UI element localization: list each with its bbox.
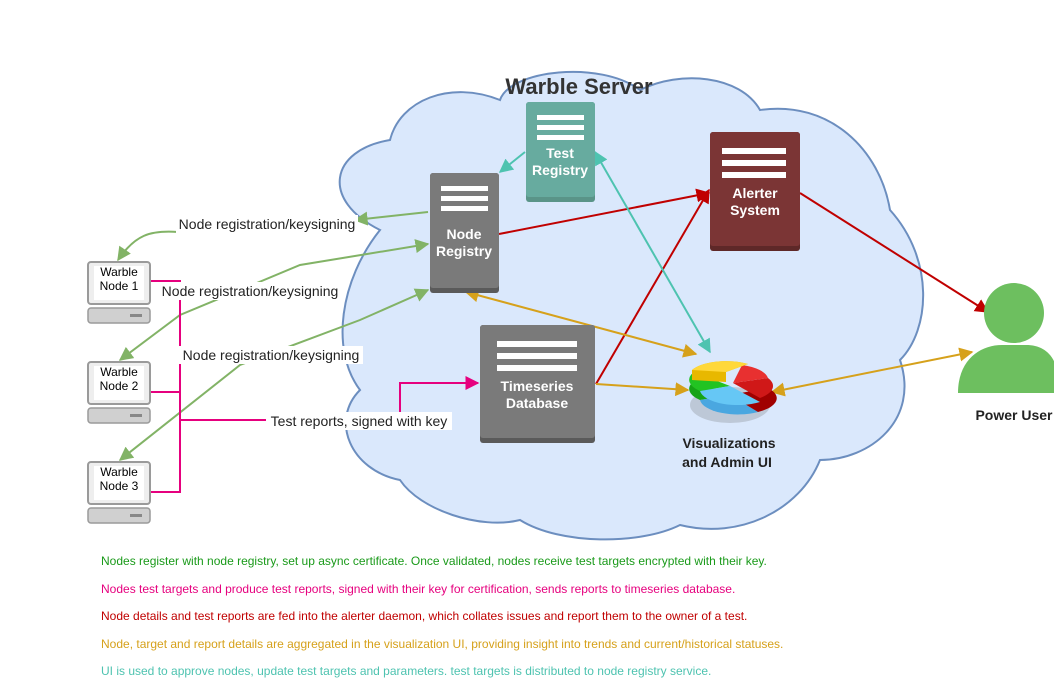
test-registry-server[interactable]: Test Registry [526, 102, 595, 202]
legend-admin-ui: UI is used to approve nodes, update test… [101, 664, 712, 678]
edge-reg-label1-to-node1 [117, 230, 179, 262]
warble-node-2[interactable]: Warble Node 2 [87, 361, 151, 424]
legend-alerting: Node details and test reports are fed in… [101, 609, 748, 623]
node-registry-label-1: Node [447, 226, 482, 242]
edge-label-registration-1: Node registration/keysigning [179, 216, 356, 232]
timeseries-label-1: Timeseries [501, 378, 574, 394]
power-user-label: Power User [975, 407, 1053, 423]
warble-node-3[interactable]: Warble Node 3 [87, 461, 151, 524]
edge-test-registry-viz [594, 150, 711, 354]
legend-test-reports: Nodes test targets and produce test repo… [101, 582, 736, 596]
edge-reports-node1 [150, 280, 181, 420]
cloud-title: Warble Server [505, 74, 653, 99]
alerter-label-2: System [730, 202, 780, 218]
user-icon[interactable] [958, 283, 1054, 393]
test-registry-label-1: Test [546, 145, 574, 161]
edge-label-registration-2: Node registration/keysigning [162, 283, 339, 299]
edge-labels: Node registration/keysigning Node regist… [158, 215, 452, 430]
warble-node-1[interactable]: Warble Node 1 [87, 261, 151, 324]
edge-reports-node3 [150, 420, 181, 493]
edge-viz-user [770, 347, 974, 397]
edge-label-registration-3: Node registration/keysigning [183, 347, 360, 363]
warble-server-cloud [338, 70, 925, 541]
timeseries-server[interactable]: Timeseries Database [480, 325, 595, 443]
visualization-label-2: and Admin UI [682, 454, 772, 470]
node3-label-1: Warble [100, 465, 138, 479]
node2-label-2: Node 2 [100, 379, 139, 393]
node1-label-2: Node 1 [100, 279, 139, 293]
alerter-server[interactable]: Alerter System [710, 132, 800, 251]
node3-label-2: Node 3 [100, 479, 139, 493]
edge-timeseries-viz [595, 382, 690, 397]
pie-chart-icon[interactable] [689, 361, 777, 423]
node2-label-1: Warble [100, 365, 138, 379]
timeseries-label-2: Database [506, 395, 568, 411]
node-registry-label-2: Registry [436, 243, 492, 259]
edge-reg-registry-to-node1 [353, 211, 429, 226]
legend-registration: Nodes register with node registry, set u… [101, 554, 767, 568]
edge-alerter-to-user [799, 192, 990, 313]
test-registry-label-2: Registry [532, 162, 588, 178]
visualization-label-1: Visualizations [682, 435, 775, 451]
node1-label-1: Warble [100, 265, 138, 279]
edge-test-registry-to-node-registry [498, 151, 526, 173]
edge-label-test-reports: Test reports, signed with key [271, 413, 448, 429]
legend-visualization: Node, target and report details are aggr… [101, 637, 784, 651]
alerter-label-1: Alerter [732, 185, 778, 201]
node-registry-server[interactable]: Node Registry [430, 173, 499, 293]
